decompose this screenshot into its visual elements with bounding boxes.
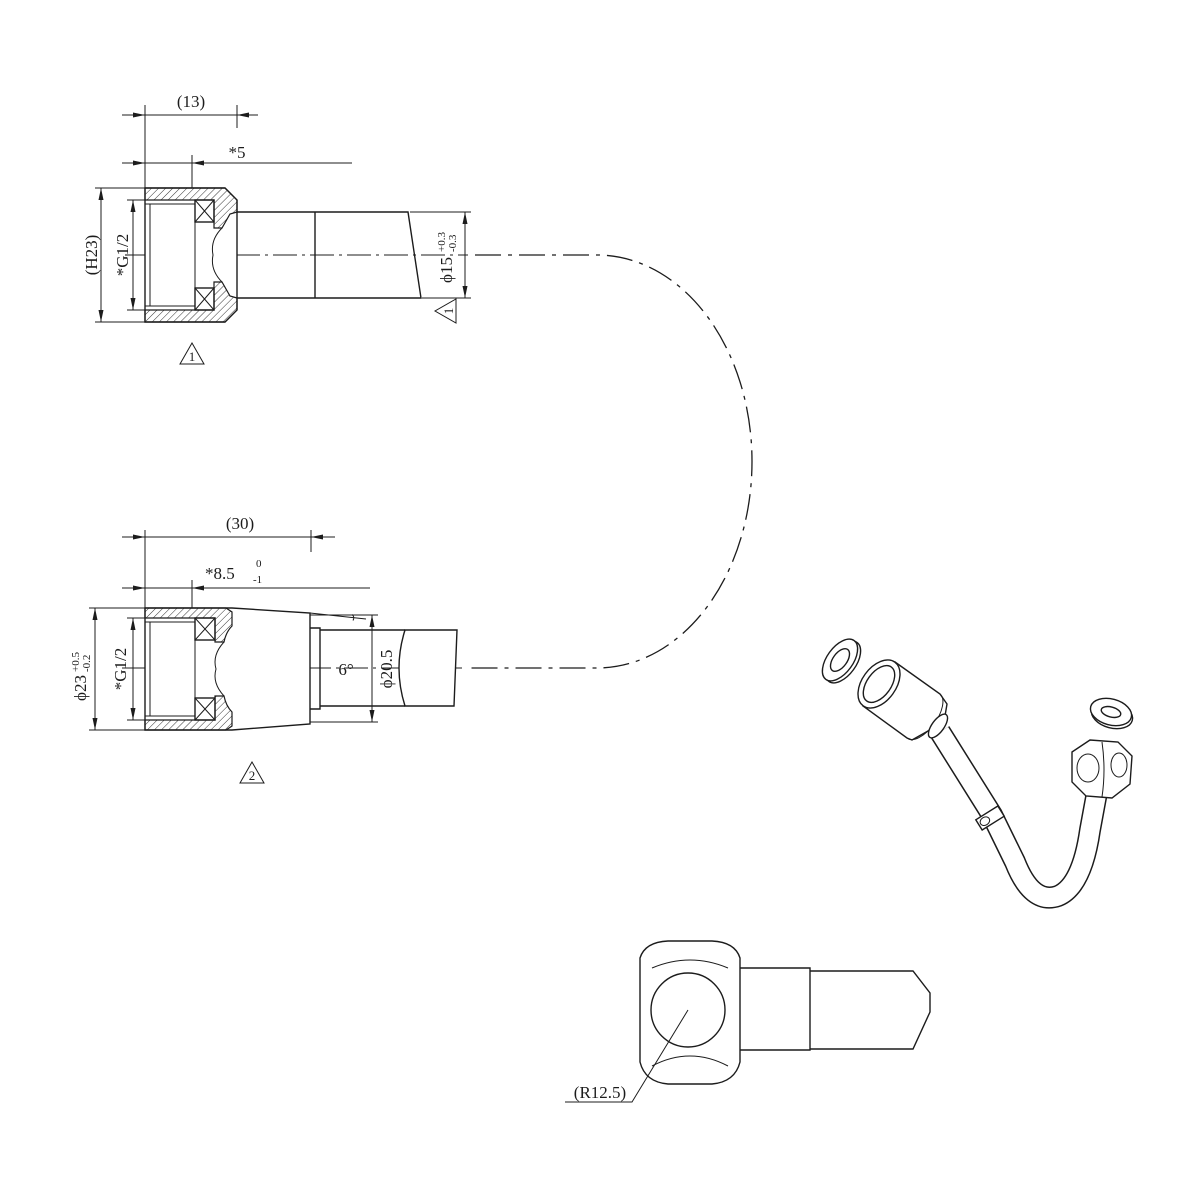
dim-hose-diameter-15: ϕ15 +0.3 -0.3: [410, 211, 471, 299]
bottom-seal-ring-lower: [194, 697, 216, 721]
dim-sleeve-diameter-20-5-label: ϕ20.5: [377, 650, 396, 689]
top-seal-ring-upper: [194, 199, 215, 223]
elbow-radius-label: (R12.5): [574, 1083, 626, 1102]
dim-outer-diameter-23: ϕ23 +0.5 -0.2: [70, 607, 145, 731]
iso-hose-coupling: [974, 805, 1006, 831]
dim-thread-depth-8-5: *8.5 0 -1: [122, 558, 370, 608]
bottom-seal-ring-upper: [194, 617, 216, 641]
bottom-hose-tube: [398, 629, 458, 707]
elbow-boss-upper-arc: [651, 959, 729, 969]
dim-hose-diameter-15-lower-tol: -0.3: [447, 234, 459, 252]
iso-hose-fill: [931, 726, 1107, 907]
marker-triangle-2: 2: [239, 760, 265, 784]
dim-angle-6: 6°: [309, 612, 367, 679]
dim-angle-6-label: 6°: [338, 660, 353, 679]
bottom-nut-inner-profile: [214, 641, 225, 697]
elbow-radius-leader: [565, 1009, 689, 1103]
bottom-nut-thread-lines: [145, 621, 196, 717]
top-nut-thread-lines: [145, 203, 196, 307]
marker-triangle-1-hose: 1: [433, 298, 457, 324]
elbow-detail-view: (R12.5): [565, 940, 931, 1103]
dim-30: (30): [122, 514, 335, 608]
elbow-tube: [740, 967, 931, 1051]
bottom-stub: [320, 629, 405, 707]
dim-13: (13): [122, 92, 258, 188]
dim-thread-g12-bottom: *G1/2: [111, 617, 145, 721]
top-seal-ring-lower: [194, 287, 215, 311]
dim-sleeve-diameter-20-5: ϕ20.5: [310, 614, 396, 723]
bottom-collar: [310, 627, 321, 710]
dim-13-label: (13): [177, 92, 205, 111]
dim-h23: (H23): [82, 187, 145, 323]
dim-thread-g12-bottom-label: *G1/2: [111, 648, 130, 691]
iso-washer-left: [821, 638, 862, 684]
top-fitting: (13) *5 (H23) *G1/2: [82, 92, 471, 365]
dim-thread-g12-top-label: *G1/2: [113, 234, 132, 277]
dim-h23-label: (H23): [82, 235, 101, 276]
iso-cap-nut: [857, 659, 949, 741]
dim-outer-diameter-23-label: ϕ23: [71, 675, 90, 701]
dim-outer-diameter-23-upper-tol: +0.5: [70, 652, 82, 672]
dim-thread-g12-top: *G1/2: [113, 199, 145, 311]
isometric-hose-view: [821, 638, 1134, 909]
dim-30-label: (30): [226, 514, 254, 533]
elbow-boss-lower-arc: [651, 1055, 729, 1067]
dim-hose-diameter-15-upper-tol: +0.3: [436, 232, 448, 252]
marker-triangle-1-label: 1: [189, 349, 196, 364]
marker-triangle-1-hose-label: 1: [441, 308, 456, 315]
iso-washer-right: [1089, 697, 1134, 730]
dim-thread-depth-5-label: *5: [229, 143, 246, 162]
top-nut-inner-profile: [211, 227, 223, 283]
iso-hex-nut: [1071, 739, 1133, 799]
top-hose-tube: [237, 211, 422, 299]
dim-thread-depth-8-5-label: *8.5: [205, 564, 235, 583]
dim-thread-depth-8-5-upper-tol: 0: [256, 558, 262, 570]
hose-path-line: [465, 254, 753, 669]
dim-thread-depth-8-5-lower-tol: -1: [253, 574, 262, 586]
marker-triangle-1: 1: [179, 341, 205, 365]
dim-outer-diameter-23-lower-tol: -0.2: [81, 655, 93, 672]
dim-thread-depth-5: *5: [122, 143, 352, 188]
elbow-boss-face-circle: [650, 972, 726, 1048]
marker-triangle-2-label: 2: [249, 768, 256, 783]
bottom-fitting: (30) *8.5 0 -1 ϕ23 +0.5 -0.2: [70, 514, 462, 784]
dim-hose-diameter-15-label: ϕ15: [437, 257, 456, 283]
